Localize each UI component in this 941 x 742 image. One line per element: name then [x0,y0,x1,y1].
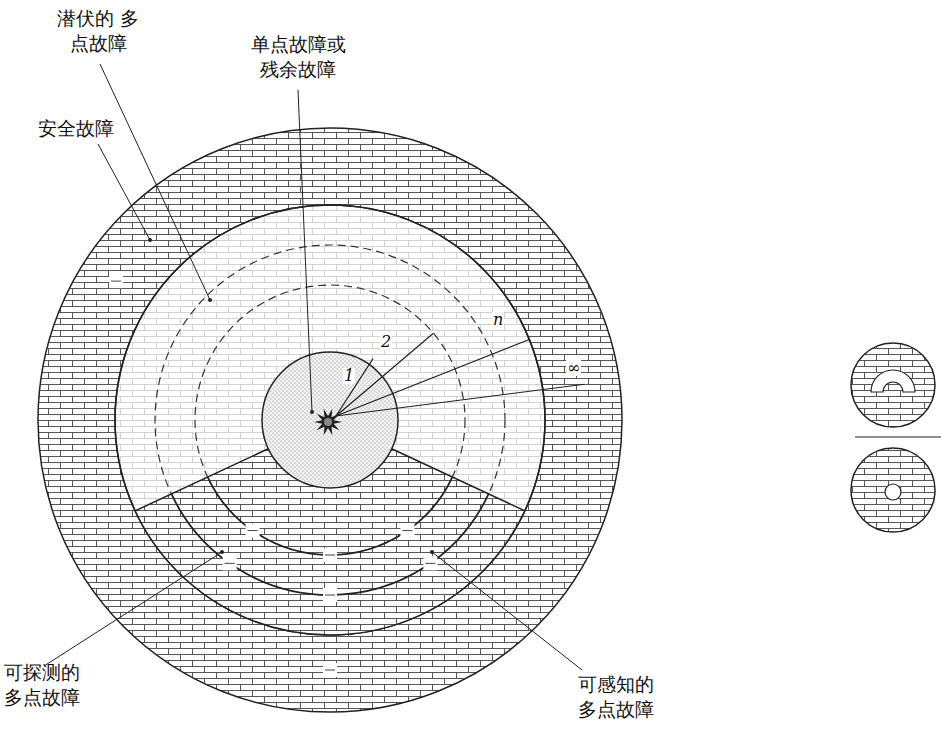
fault-gap [109,274,123,288]
fault-gap [323,588,337,602]
safe-fault-label: 安全故障 [38,116,128,141]
wedge-border [392,449,525,511]
perceived-fault-label: 可感知的 多点故障 [578,672,662,721]
fault-gap-mark [425,563,435,564]
fault-gap-mark [325,670,335,671]
fault-gap-mark [111,281,121,282]
wedge-border [135,449,268,511]
fault-gap [323,548,337,562]
latent-fault-label: 潜伏的 多点故障 [56,6,140,55]
fault-gap-mark [325,595,335,596]
fault-gap-mark [402,530,412,531]
fault-gap [323,663,337,677]
leader-line [44,552,222,666]
leader-line [98,144,150,240]
leader-dot [430,550,434,554]
single-point-fault-label: 单点故障或 残余故障 [246,32,350,81]
fault-gap [223,556,237,570]
detected-fault-label: 可探测的 多点故障 [4,660,88,709]
radial-number: 1 [343,368,355,384]
fault-starburst-core [324,418,332,426]
single-point-core [262,352,398,488]
radial-number: ∞ [566,360,581,376]
leader-line [298,90,312,412]
latent-region-border [115,205,545,635]
leader-line [100,64,210,300]
legend-symbol-hole [851,448,935,532]
leader-dot [220,550,224,554]
fault-gap [246,524,260,538]
fault-gap-mark [325,555,335,556]
radial-line [336,333,433,416]
outer-ring [38,128,622,712]
wedge-arc [171,494,488,595]
legend-divider [855,436,941,437]
legend-hole-white [885,484,901,500]
radial-number: 2 [380,334,392,350]
radial-line [336,339,529,416]
fault-gap-mark [225,563,235,564]
fault-gap-mark [248,530,258,531]
legend-symbol-arch [851,343,935,427]
leader-line [432,552,582,670]
radial-number: n [492,312,504,328]
fault-starburst [314,409,342,436]
radial-line [336,359,373,416]
fault-gap [423,556,437,570]
legend-arch-white [871,370,915,392]
leader-dot [208,298,212,302]
leader-dot [148,238,152,242]
latent-region [115,205,545,635]
leader-dot [310,410,314,414]
fault-gap [400,524,414,538]
radial-line [336,384,584,416]
